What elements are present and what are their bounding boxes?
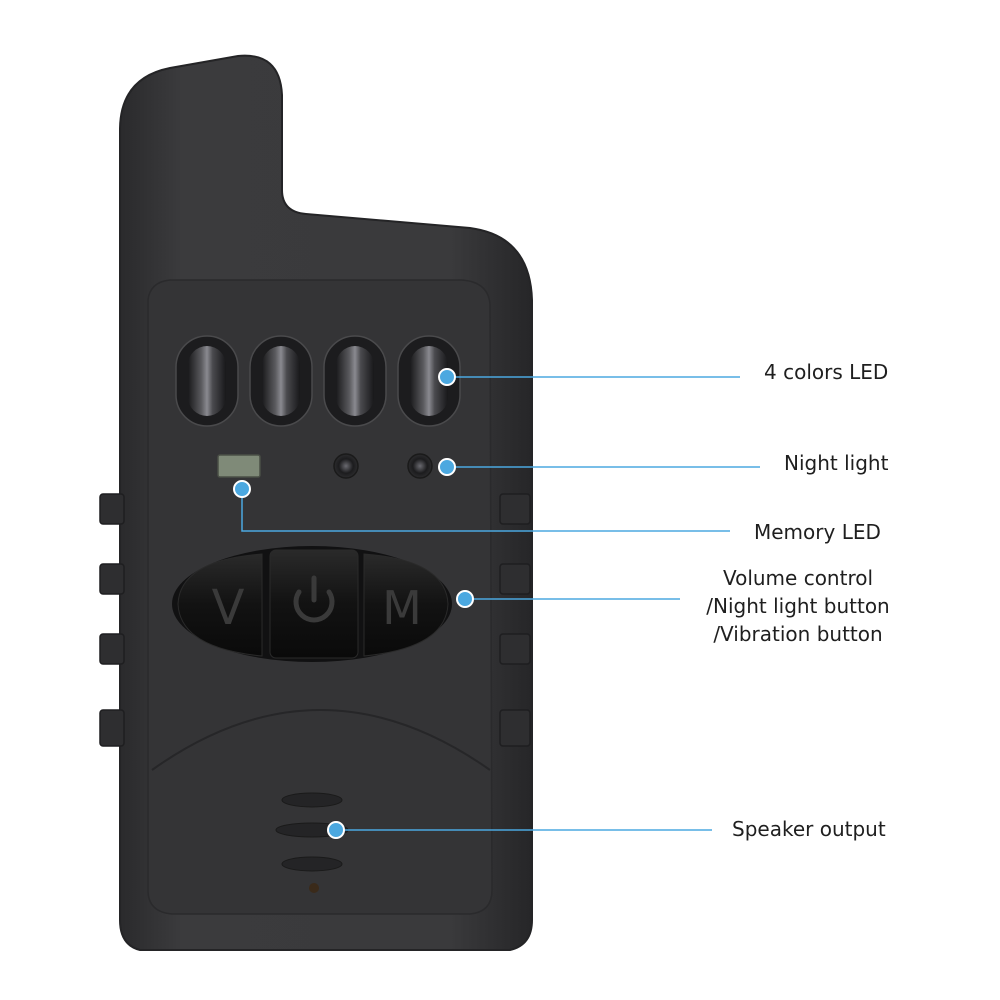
night-light-callout-dot — [438, 458, 456, 476]
callouts — [241, 376, 760, 831]
speaker-callout-dot — [327, 821, 345, 839]
power-icon — [293, 575, 335, 623]
label-controls-line-3: /Vibration button — [713, 622, 883, 646]
control-buttons: V M — [172, 546, 452, 662]
mode-button-glyph: M — [382, 581, 422, 635]
label-controls-line-1: Volume control — [722, 566, 874, 590]
side-grips — [99, 493, 531, 747]
label-4-colors-led: 4 colors LED — [764, 360, 889, 384]
led-2 — [249, 335, 313, 427]
speaker-hole — [309, 883, 319, 893]
night-light-dot-1 — [333, 453, 359, 479]
speaker-panel-seam — [151, 709, 491, 771]
memory-led-callout-dot — [233, 480, 251, 498]
callout-dots — [233, 368, 474, 839]
label-memory-led: Memory LED — [754, 520, 881, 544]
volume-button-glyph: V — [212, 580, 245, 636]
volume-button[interactable] — [177, 553, 263, 657]
night-light-dot-2 — [407, 453, 433, 479]
controls-callout-dot — [456, 590, 474, 608]
label-controls: Volume control /Night light button /Vibr… — [700, 564, 896, 648]
led-row — [175, 335, 461, 427]
label-speaker-output: Speaker output — [732, 817, 886, 841]
power-button[interactable] — [269, 549, 359, 659]
label-night-light: Night light — [784, 451, 889, 475]
led-callout-dot — [438, 368, 456, 386]
label-controls-line-2: /Night light button — [706, 594, 890, 618]
mode-button[interactable] — [363, 553, 449, 657]
led-1 — [175, 335, 239, 427]
led-4 — [397, 335, 461, 427]
led-3 — [323, 335, 387, 427]
memory-led — [217, 454, 261, 478]
